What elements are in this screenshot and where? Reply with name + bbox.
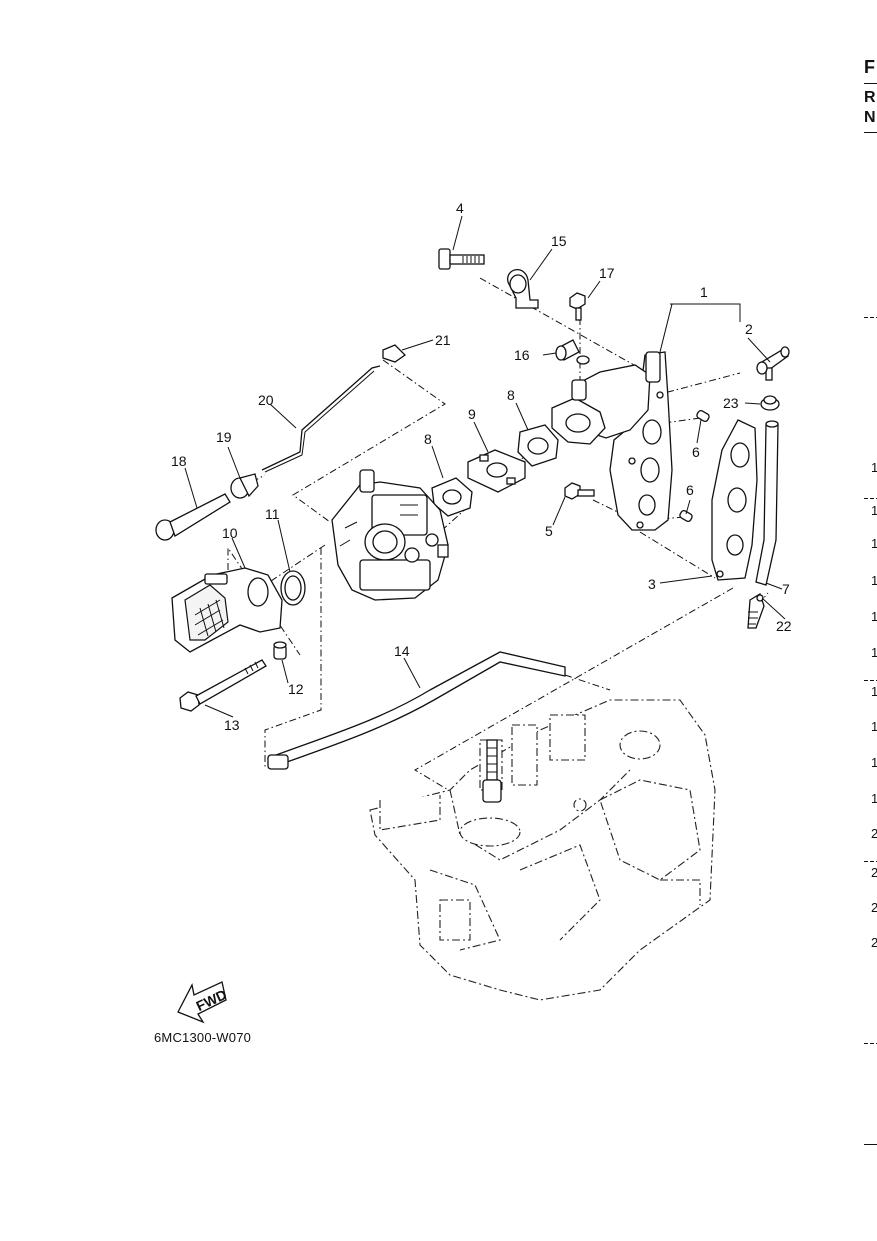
callout-19: 19: [216, 429, 232, 445]
callout-1: 1: [700, 284, 708, 300]
valve-22: [747, 593, 765, 629]
edge-row-13: 2: [871, 900, 877, 915]
callout-2: 2: [745, 321, 753, 337]
fitting-2: [756, 346, 790, 381]
edge-row-14: 2: [871, 935, 877, 950]
callout-4: 4: [456, 200, 464, 216]
callout-14: 14: [394, 643, 410, 659]
edge-rule-7: [864, 1043, 877, 1044]
edge-row-2: 1: [871, 503, 877, 518]
clip-23: [760, 395, 780, 411]
edge-header-2: R: [864, 89, 876, 106]
leader-lines: [184, 215, 786, 718]
edge-row-4: 1: [871, 573, 877, 588]
gasket-8b: [431, 477, 473, 517]
edge-row-12: 2: [871, 865, 877, 880]
callout-11: 11: [265, 506, 280, 522]
clip-21: [382, 344, 407, 363]
bolt-5: [564, 482, 595, 500]
edge-rule-3: [864, 317, 877, 318]
edge-row-1: 1: [871, 460, 877, 475]
edge-row-3: 1: [871, 536, 877, 551]
edge-row-5: 1: [871, 609, 877, 624]
o-ring-11: [280, 570, 306, 606]
callout-7: 7: [782, 581, 790, 597]
callout-12: 12: [288, 681, 304, 697]
clamp-15: [507, 269, 539, 309]
dowel-6a: [696, 409, 710, 423]
edge-rule-1: [864, 83, 877, 84]
edge-header-1: F: [864, 57, 875, 77]
fwd-arrow-icon: FWD: [177, 981, 229, 1024]
grommet-19: [230, 473, 259, 499]
callout-8a: 8: [507, 387, 515, 403]
fwd-label: FWD: [193, 986, 229, 1014]
callout-5: 5: [545, 523, 553, 539]
edge-rule-8: [864, 1144, 877, 1145]
callout-9: 9: [468, 406, 476, 422]
callout-3: 3: [648, 576, 656, 592]
callout-22: 22: [776, 618, 792, 634]
edge-rule-5: [864, 680, 877, 681]
edge-header-3: N: [864, 109, 876, 126]
edge-row-6: 1: [871, 645, 877, 660]
callout-6b: 6: [686, 482, 694, 498]
drawing-code: 6MC1300-W070: [154, 1030, 252, 1045]
callout-16: 16: [514, 347, 530, 363]
callout-13: 13: [224, 717, 240, 733]
callout-6a: 6: [692, 444, 700, 460]
collar-16: [555, 339, 590, 365]
carburetor: [331, 469, 449, 601]
callout-18: 18: [171, 453, 187, 469]
callout-17: 17: [599, 265, 615, 281]
edge-row-9: 1: [871, 755, 877, 770]
collar-12: [273, 641, 287, 660]
silencer-10: [171, 567, 283, 653]
callout-23: 23: [723, 395, 739, 411]
edge-rule-2: [864, 132, 877, 133]
gasket-3: [711, 419, 758, 581]
hose-14: [267, 651, 566, 770]
edge-rule-6: [864, 861, 877, 862]
edge-row-8: 1: [871, 719, 877, 734]
hose-7: [755, 420, 779, 586]
callout-15: 15: [551, 233, 567, 249]
bolt-13: [179, 659, 267, 712]
bolt-17: [569, 292, 586, 321]
callout-8b: 8: [424, 431, 432, 447]
edge-row-7: 1: [871, 684, 877, 699]
link-rod-20: [261, 365, 381, 473]
bolt-18: [155, 493, 231, 541]
insulator-9: [467, 449, 526, 493]
gasket-8a: [517, 424, 559, 467]
callout-21: 21: [435, 332, 451, 348]
callout-numbers: 4 15 17 1 2 16 21 23 8 20 9 8 19 6 18 6 …: [171, 200, 792, 733]
edge-row-11: 2: [871, 826, 877, 841]
engine-block: [369, 699, 716, 1001]
dowel-6b: [679, 509, 693, 523]
callout-20: 20: [258, 392, 274, 408]
edge-rule-4: [864, 498, 877, 499]
callout-10: 10: [222, 525, 238, 541]
intake-manifold-1: [551, 351, 673, 531]
bolt-4: [438, 248, 485, 270]
edge-row-10: 1: [871, 791, 877, 806]
